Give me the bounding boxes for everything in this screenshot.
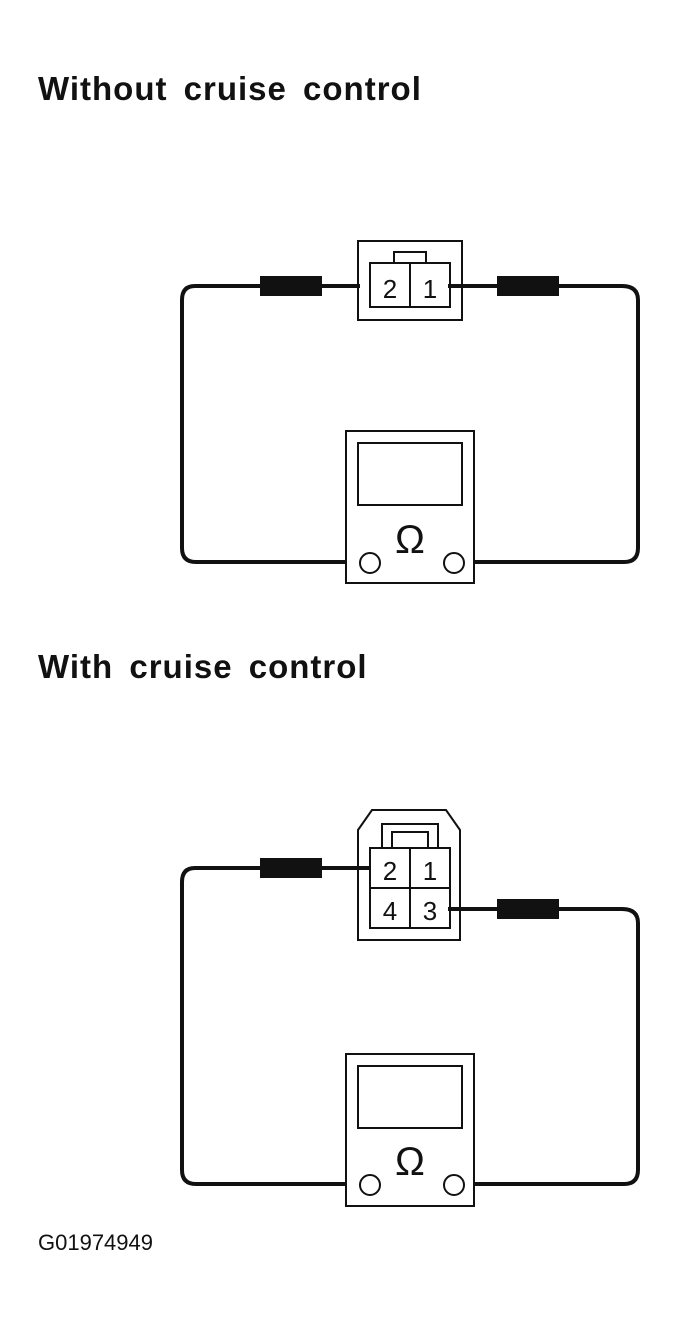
diagram-with-cruise-control: 2 1 4 3 Ω xyxy=(180,809,640,1207)
left-terminal-icon xyxy=(359,552,381,574)
right-probe-icon xyxy=(497,276,559,296)
right-test-lead xyxy=(448,284,640,564)
left-probe-icon xyxy=(260,858,322,878)
pin-2-label: 2 xyxy=(383,856,397,886)
right-terminal-icon xyxy=(443,552,465,574)
connector-4-pin xyxy=(357,809,461,941)
left-test-lead xyxy=(180,284,360,564)
diagram-without-cruise-control: 2 1 Ω xyxy=(180,240,640,584)
ohm-symbol: Ω xyxy=(395,518,425,562)
ohmmeter xyxy=(345,430,475,584)
pin-4-label: 4 xyxy=(383,896,397,926)
heading-without-cruise-control: Without cruise control xyxy=(38,70,422,107)
pin-3-label: 3 xyxy=(423,896,437,926)
pin-1-label: 1 xyxy=(423,856,437,886)
ohm-symbol: Ω xyxy=(395,1140,425,1184)
right-terminal-icon xyxy=(443,1174,465,1196)
left-terminal-icon xyxy=(359,1174,381,1196)
right-test-lead xyxy=(448,907,640,1186)
ohmmeter xyxy=(345,1053,475,1207)
pin-1-label: 1 xyxy=(423,274,437,304)
heading-with-cruise-control: With cruise control xyxy=(38,648,368,685)
figure-code: G01974949 xyxy=(38,1230,153,1255)
left-probe-icon xyxy=(260,276,322,296)
connector-2-pin xyxy=(357,240,463,321)
pin-2-label: 2 xyxy=(383,274,397,304)
right-probe-icon xyxy=(497,899,559,919)
left-test-lead xyxy=(180,866,370,1186)
